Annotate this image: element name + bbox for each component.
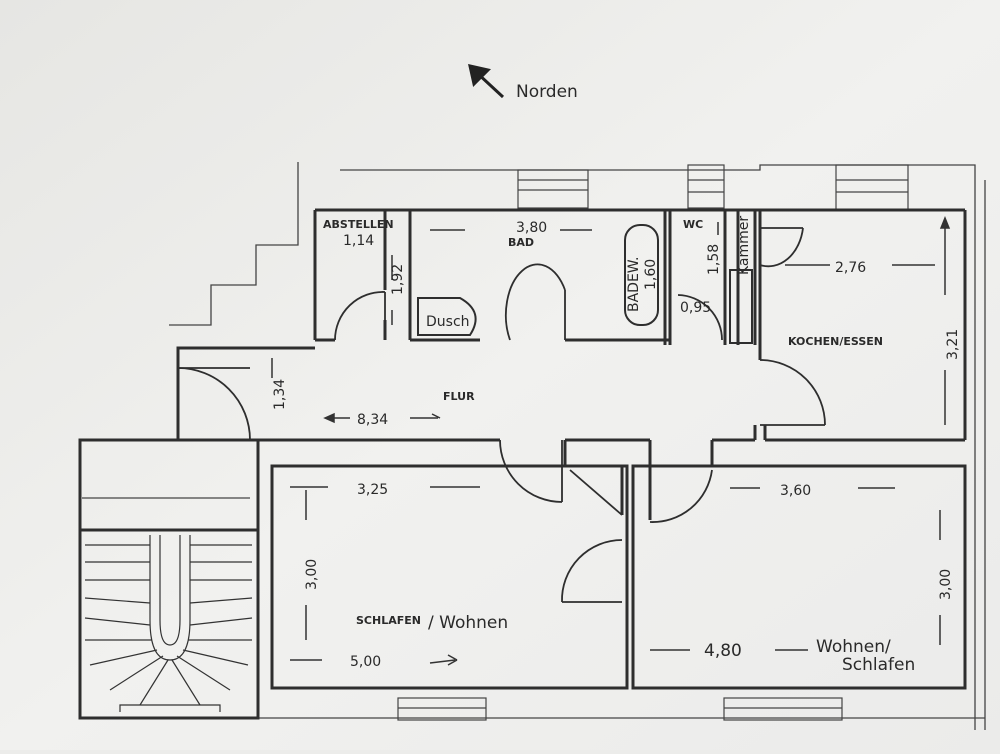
room-name-wohnen-line2: Schlafen	[842, 655, 915, 675]
room-name-flur: FLUR	[443, 390, 475, 403]
label-badewanne: BADEW.	[626, 257, 642, 313]
room-name-kochen: KOCHEN/ESSEN	[788, 335, 883, 348]
bathtub-icon	[624, 224, 659, 326]
dim-abstellen-depth: 1,92	[390, 264, 406, 295]
room-name-wohnen-line1: Wohnen/	[816, 637, 891, 657]
dim-schlafen-depth: 3,00	[304, 559, 320, 590]
room-name-schlafen-hand: / Wohnen	[428, 613, 508, 633]
fixtures	[417, 224, 753, 344]
label-dusche: Dusch	[426, 314, 470, 330]
dim-badewanne-size: 1,60	[643, 259, 659, 290]
dim-abstellen-width: 1,14	[343, 233, 374, 249]
dim-wohnen-depth: 3,00	[938, 569, 954, 600]
shower-icon	[417, 297, 477, 336]
dim-wc-depth: 1,58	[706, 244, 722, 275]
dim-flur-depth: 1,34	[272, 379, 288, 410]
dim-schlafen-width: 3,25	[357, 482, 388, 498]
dim-flur-length: 8,34	[357, 412, 388, 428]
windows	[82, 164, 909, 721]
dimension-marks	[271, 215, 951, 666]
room-name-kammer: Kammer	[736, 216, 752, 275]
dim-bad-width: 3,80	[516, 220, 547, 236]
room-name-abstellen: ABSTELLEN	[323, 218, 394, 231]
dim-wohnen-width: 3,60	[780, 483, 811, 499]
north-label: Norden	[516, 82, 578, 102]
staircase-icon	[84, 535, 253, 712]
north-arrow-icon	[468, 64, 505, 99]
dim-wc-width: 0,95	[680, 300, 711, 316]
dim-kochen-width: 2,76	[835, 260, 866, 276]
dim-wohnen-length: 4,80	[704, 641, 742, 661]
room-name-schlafen: SCHLAFEN	[356, 614, 421, 627]
room-name-wc: WC	[683, 218, 703, 231]
door-swings	[177, 227, 826, 603]
walls	[78, 208, 967, 720]
dim-kochen-depth: 3,21	[945, 329, 961, 360]
dim-schlafen-length: 5,00	[350, 654, 381, 670]
kammer-shelf	[729, 269, 753, 344]
room-name-bad: BAD	[508, 236, 534, 249]
